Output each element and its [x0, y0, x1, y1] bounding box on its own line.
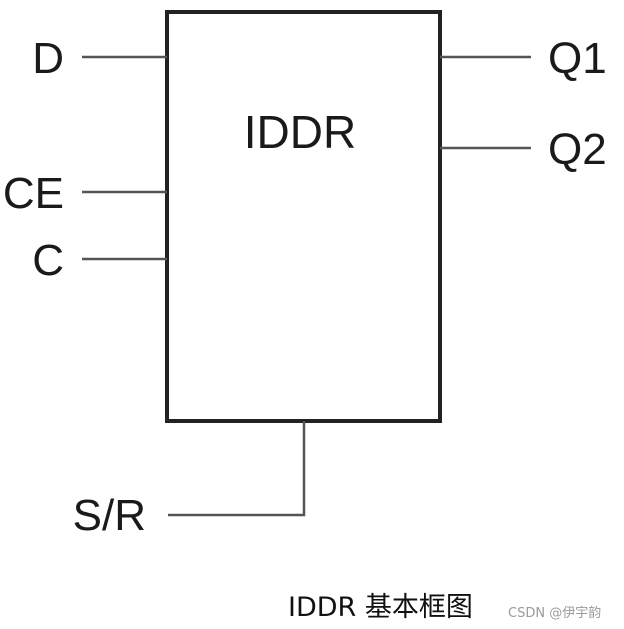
pin-label-sr: S/R: [73, 491, 146, 540]
pin-label-c: C: [32, 236, 64, 285]
wire-sr: [168, 421, 306, 517]
pin-label-ce: CE: [3, 169, 64, 218]
figure-caption: IDDR 基本框图: [288, 592, 473, 623]
watermark: CSDN @伊宇韵: [508, 606, 602, 621]
pin-label-q1: Q1: [548, 34, 607, 83]
pin-label-d: D: [32, 34, 64, 83]
block-title: IDDR: [244, 106, 356, 158]
iddr-block: [165, 10, 442, 423]
pin-label-q2: Q2: [548, 125, 607, 174]
